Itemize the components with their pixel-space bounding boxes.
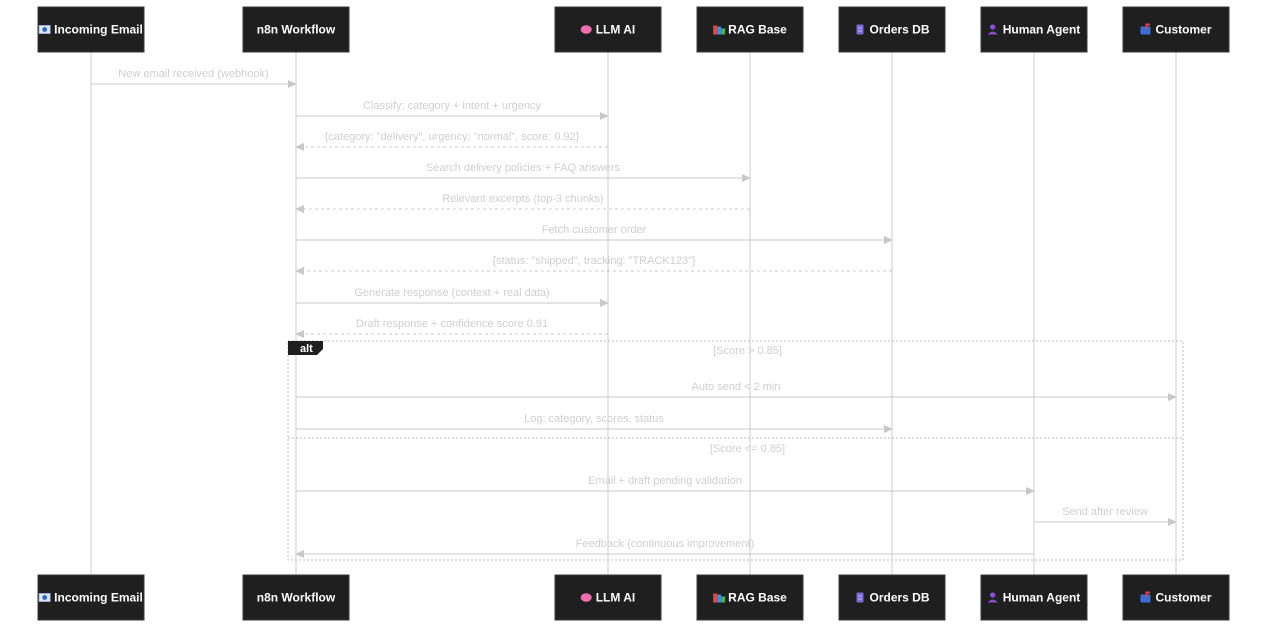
message-label: Generate response (context + real data) <box>354 287 549 299</box>
actor-label: n8n Workflow <box>257 23 336 37</box>
actor-box <box>242 6 350 53</box>
actor-customer-bottom: Customer <box>1122 574 1230 621</box>
actor-rag-top: RAG Base <box>696 6 804 53</box>
actor-human-bottom: Human Agent <box>980 574 1088 621</box>
actors-top: Incoming Email n8n Workflow LLM AI RAG Base… <box>37 6 1230 53</box>
message: {status: "shipped", tracking: "TRACK123"… <box>295 255 892 275</box>
actor-label: RAG Base <box>728 23 787 37</box>
message-label: Relevant excerpts (top-3 chunks) <box>442 193 603 205</box>
message-label: {status: "shipped", tracking: "TRACK123"… <box>492 255 696 267</box>
message-label: New email received (webhook) <box>118 68 268 80</box>
mailbox-icon <box>1140 23 1151 35</box>
books-icon <box>713 25 726 35</box>
actor-llm-top: LLM AI <box>554 6 662 53</box>
actor-label: Human Agent <box>1003 23 1081 37</box>
actors-bottom: Incoming Email n8n Workflow LLM AI RAG Base… <box>37 574 1230 621</box>
actor-db-top: Orders DB <box>838 6 946 53</box>
actor-db-bottom: Orders DB <box>838 574 946 621</box>
message: Classify: category + intent + urgency <box>296 100 609 120</box>
actor-label: Orders DB <box>869 591 929 605</box>
actor-email-bottom: Incoming Email <box>37 574 145 621</box>
actor-n8n-bottom: n8n Workflow <box>242 574 350 621</box>
message: Generate response (context + real data) <box>296 287 609 307</box>
actor-label: Incoming Email <box>54 23 143 37</box>
message-label: Auto send < 2 min <box>692 381 781 393</box>
actor-box <box>554 574 662 621</box>
message: Fetch customer order <box>296 224 893 244</box>
message-label: Fetch customer order <box>542 224 647 236</box>
actor-label: RAG Base <box>728 591 787 605</box>
actor-label: LLM AI <box>596 23 636 37</box>
message-label: Search delivery policies + FAQ answers <box>426 162 621 174</box>
actor-label: Incoming Email <box>54 591 143 605</box>
alt-condition: [Score > 0.85] <box>713 345 782 357</box>
alt-label: alt <box>300 343 313 355</box>
alt-condition: [Score <= 0.85] <box>710 443 785 455</box>
actor-box <box>980 574 1088 621</box>
message: Auto send < 2 min <box>296 381 1177 401</box>
message: {category: "delivery", urgency: "normal"… <box>295 131 608 151</box>
database-icon <box>856 24 864 35</box>
message-label: Classify: category + intent + urgency <box>363 100 541 112</box>
actor-label: Customer <box>1155 23 1211 37</box>
actor-box <box>980 6 1088 53</box>
message: Relevant excerpts (top-3 chunks) <box>295 193 750 213</box>
message-label: Feedback (continuous improvement) <box>576 538 755 550</box>
mailbox-icon <box>1140 591 1151 603</box>
email-icon <box>38 25 51 34</box>
message-label: {category: "delivery", urgency: "normal"… <box>325 131 580 143</box>
person-icon <box>987 24 998 35</box>
actor-box <box>37 6 145 53</box>
actor-label: LLM AI <box>596 591 636 605</box>
actor-rag-bottom: RAG Base <box>696 574 804 621</box>
actor-human-top: Human Agent <box>980 6 1088 53</box>
actor-n8n-top: n8n Workflow <box>242 6 350 53</box>
actor-customer-top: Customer <box>1122 6 1230 53</box>
message: New email received (webhook) <box>91 68 297 88</box>
lifelines <box>90 52 1177 575</box>
message-label: Draft response + confidence score 0.91 <box>356 318 548 330</box>
database-icon <box>856 592 864 603</box>
message: Search delivery policies + FAQ answers <box>296 162 751 182</box>
actor-box <box>242 574 350 621</box>
message: Send after review <box>1034 506 1177 526</box>
books-icon <box>713 593 726 603</box>
person-icon <box>987 592 998 603</box>
alt-frame <box>287 340 1184 561</box>
messages: New email received (webhook) Classify: ca… <box>91 68 1177 558</box>
message-label: Log: category, scores, status <box>524 413 664 425</box>
message-label: Send after review <box>1062 506 1148 518</box>
alt-label-tag <box>288 341 323 355</box>
actor-label: Human Agent <box>1003 591 1081 605</box>
message-label: Email + draft pending validation <box>588 475 742 487</box>
actor-box <box>37 574 145 621</box>
actor-llm-bottom: LLM AI <box>554 574 662 621</box>
message: Email + draft pending validation <box>296 475 1035 495</box>
message: Log: category, scores, status <box>296 413 893 433</box>
actor-label: Orders DB <box>869 23 929 37</box>
actor-box <box>554 6 662 53</box>
alt-fragment: alt [Score > 0.85] [Score <= 0.85] <box>287 340 1184 561</box>
brain-icon <box>580 25 592 34</box>
actor-email-top: Incoming Email <box>37 6 145 53</box>
actor-label: Customer <box>1155 591 1211 605</box>
brain-icon <box>580 593 592 602</box>
email-icon <box>38 593 51 602</box>
message: Draft response + confidence score 0.91 <box>295 318 608 338</box>
message: Feedback (continuous improvement) <box>295 538 1034 558</box>
actor-label: n8n Workflow <box>257 591 336 605</box>
